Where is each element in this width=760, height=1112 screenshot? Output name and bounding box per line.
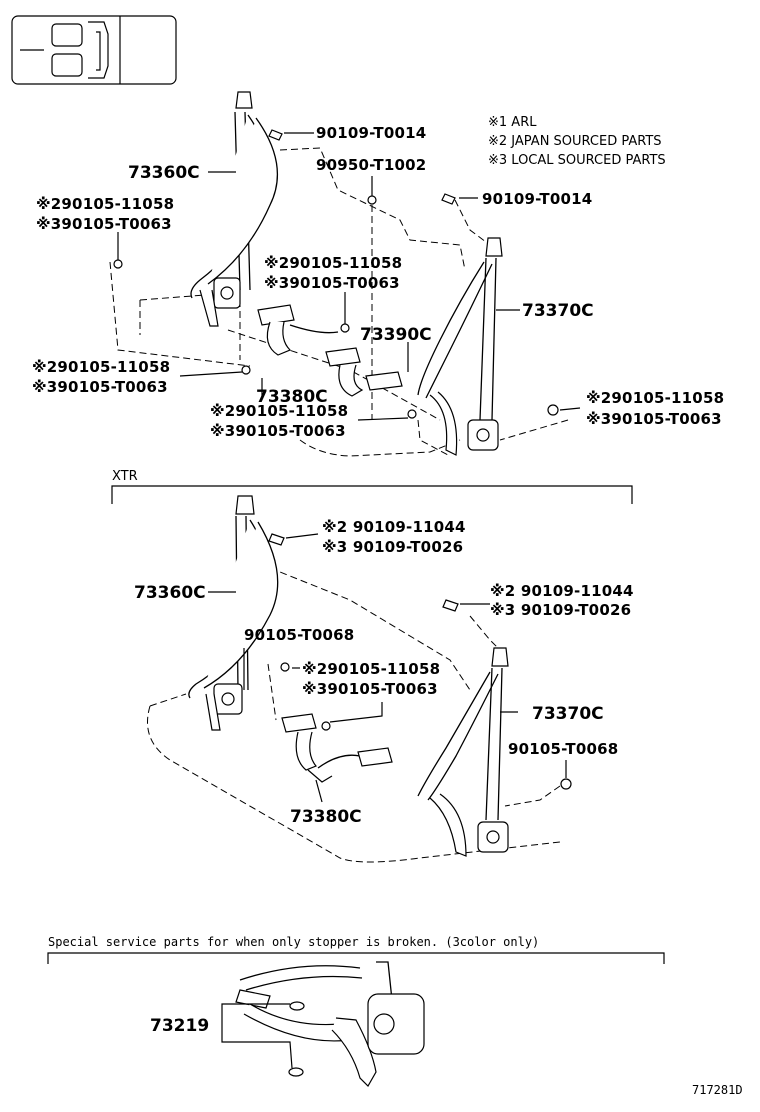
part-number-73360c[interactable]: 73360C (134, 583, 206, 603)
section3-labels: 73219 (150, 1016, 209, 1036)
bolt-icon (407, 409, 417, 419)
part-number-top-left-japan[interactable]: ※2 90109-11044 (322, 518, 466, 536)
bolt-icon (441, 193, 456, 205)
right-upper-anchor (485, 237, 503, 257)
part-number-73380c[interactable]: 73380C (256, 387, 328, 407)
part-number-low-left-bolt-local[interactable]: ※390105-T0063 (32, 378, 168, 396)
part-number-90105-t0068[interactable]: 90105-T0068 (244, 626, 354, 644)
bolt-icon (340, 323, 350, 333)
note-arl: ※1 ARL (488, 115, 537, 130)
section1-drawing (109, 91, 581, 457)
part-number-90109-t0014[interactable]: 90109-T0014 (316, 124, 426, 142)
figure-id: 717281D (692, 1083, 743, 1097)
part-number-low-left-bolt-japan[interactable]: ※290105-11058 (32, 358, 170, 376)
bolt-icon (442, 599, 459, 612)
stopper-icon (289, 1001, 305, 1011)
retractor-73219 (367, 993, 425, 1055)
note-local: ※3 LOCAL SOURCED PARTS (488, 153, 666, 168)
part-number-center-bolt-local[interactable]: ※390105-T0063 (302, 680, 438, 698)
part-number-73370c[interactable]: 73370C (532, 704, 604, 724)
buckle-73390c-b (325, 347, 361, 367)
vehicle-locator-icon (11, 15, 177, 85)
part-number-90105-t0068[interactable]: 90105-T0068 (508, 740, 618, 758)
bolt-icon (280, 662, 290, 672)
part-number-left-bolt-local[interactable]: ※390105-T0063 (36, 215, 172, 233)
part-number-73390c[interactable]: 73390C (360, 325, 432, 345)
part-number-90950-t1002[interactable]: 90950-T1002 (316, 156, 426, 174)
stopper-icon (288, 1067, 304, 1077)
buckle-73390c-a (257, 304, 295, 326)
bolt-icon (321, 721, 331, 731)
left-upper-anchor (235, 91, 253, 109)
bolt-icon (560, 778, 572, 790)
section3-drawing (221, 961, 425, 1087)
section2-labels: ※2 90109-11044 ※3 90109-T0026 73360C ※2 … (134, 518, 634, 827)
bolt-icon (547, 404, 559, 416)
section2-title: XTR (112, 469, 138, 484)
section2-drawing (147, 495, 572, 863)
part-number-73370c[interactable]: 73370C (522, 301, 594, 321)
part-number-center-bolt-local[interactable]: ※390105-T0063 (264, 274, 400, 292)
part-number-right-bolt-japan[interactable]: ※290105-11058 (586, 389, 724, 407)
note-japan: ※2 JAPAN SOURCED PARTS (488, 134, 662, 149)
bolt-icon (268, 533, 285, 546)
part-number-top-right-japan[interactable]: ※2 90109-11044 (490, 582, 634, 600)
bolt-icon (268, 129, 283, 141)
part-number-top-left-local[interactable]: ※3 90109-T0026 (322, 538, 463, 556)
part-number-73380c[interactable]: 73380C (290, 807, 362, 827)
part-number-center-bolt-japan[interactable]: ※290105-11058 (302, 660, 440, 678)
section3-bracket: Special service parts for when only stop… (47, 935, 665, 964)
part-number-center-bolt-japan[interactable]: ※290105-11058 (264, 254, 402, 272)
part-number-90109-t0014[interactable]: 90109-T0014 (482, 190, 592, 208)
section1-labels: 90109-T0014 90950-T1002 90109-T0014 7336… (32, 124, 724, 440)
section2-bracket: XTR (111, 469, 633, 504)
section3-title: Special service parts for when only stop… (48, 935, 539, 949)
part-number-73219[interactable]: 73219 (150, 1016, 209, 1036)
bolt-icon (241, 365, 251, 375)
bolt-icon (367, 195, 377, 205)
part-number-bottom-bolt-japan[interactable]: ※290105-11058 (210, 402, 348, 420)
part-number-bottom-bolt-local[interactable]: ※390105-T0063 (210, 422, 346, 440)
part-number-left-bolt-japan[interactable]: ※290105-11058 (36, 195, 174, 213)
bolt-icon (113, 259, 123, 269)
notes-block: ※1 ARL ※2 JAPAN SOURCED PARTS ※3 LOCAL S… (488, 115, 666, 168)
part-number-right-bolt-local[interactable]: ※390105-T0063 (586, 410, 722, 428)
part-number-top-right-local[interactable]: ※3 90109-T0026 (490, 601, 631, 619)
part-number-73360c[interactable]: 73360C (128, 163, 200, 183)
